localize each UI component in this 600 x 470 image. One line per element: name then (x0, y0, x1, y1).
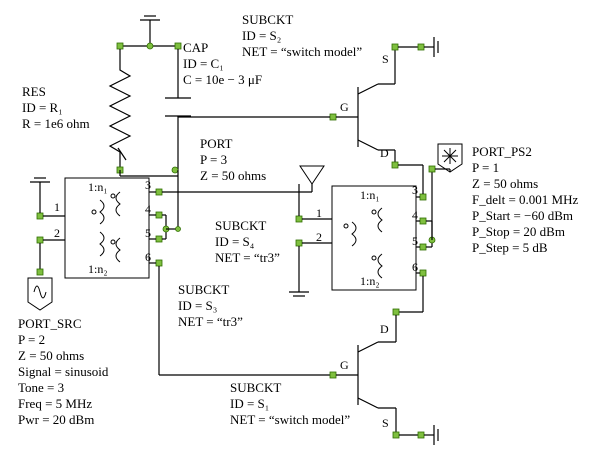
left-xfmr-pin-1: 1 (54, 200, 60, 214)
s2-gate-label: G (340, 100, 349, 114)
s2-source-label: S (382, 52, 389, 66)
left-xfmr-ratio-n1: 1:n₁ (88, 180, 108, 194)
s1-drain-label: D (380, 322, 389, 336)
ground-symbol-left (30, 177, 50, 213)
left-xfmr-pin-3: 3 (145, 178, 151, 192)
transformer-left (64, 177, 150, 279)
left-xfmr-pin-2: 2 (54, 226, 60, 240)
capacitor-c1 (165, 49, 191, 170)
s2-drain-label: D (380, 146, 389, 160)
right-xfmr-pin-6: 6 (412, 260, 418, 274)
s1-gate-label: G (340, 358, 349, 372)
left-xfmr-pin-6: 6 (145, 250, 151, 264)
left-xfmr-pin-5: 5 (145, 226, 151, 240)
right-xfmr-pin-1: 1 (316, 206, 322, 220)
port-src-symbol (27, 243, 53, 311)
port-3-symbol (299, 165, 325, 185)
right-xfmr-ratio-n1: 1:n₁ (360, 188, 380, 202)
right-xfmr-pin-2: 2 (316, 230, 322, 244)
resistor-r1 (108, 49, 132, 170)
right-xfmr-pin-5: 5 (412, 234, 418, 248)
port-ps2-symbol (437, 143, 463, 173)
left-xfmr-pin-4: 4 (145, 202, 151, 216)
switch-s2 (329, 37, 439, 169)
right-xfmr-pin-3: 3 (412, 183, 418, 197)
ground-symbol-right (289, 291, 309, 297)
switch-s1 (336, 315, 439, 445)
s1-source-label: S (382, 416, 389, 430)
transformer-right (331, 185, 417, 291)
ground-symbol-cap (140, 15, 160, 30)
left-xfmr-ratio-n2: 1:n₂ (88, 262, 108, 276)
right-xfmr-pin-4: 4 (412, 208, 418, 222)
right-xfmr-ratio-n2: 1:n₂ (360, 274, 380, 288)
